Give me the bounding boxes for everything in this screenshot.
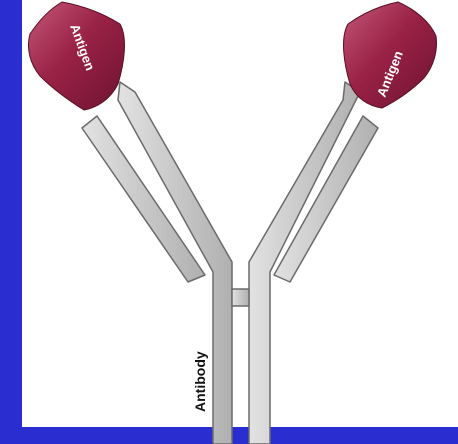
hinge-bond bbox=[232, 289, 249, 306]
antibody-label: Antibody bbox=[192, 351, 208, 412]
